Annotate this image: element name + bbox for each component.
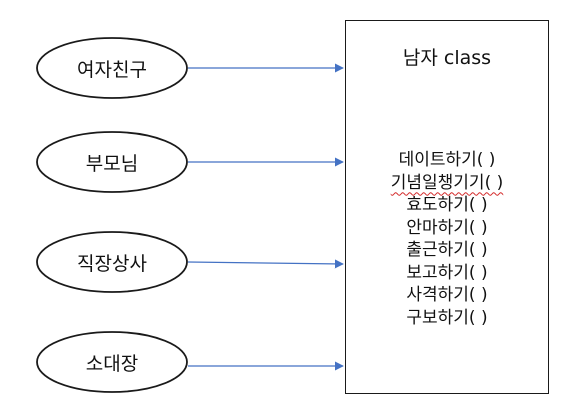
actor-label-girlfriend: 여자친구 [77, 58, 147, 81]
method-item: 구보하기( ) [406, 307, 488, 328]
class-box: 남자 class 데이트하기( ) 기념일챙기기( ) 효도하기( ) 안마하기… [345, 20, 549, 394]
method-item: 효도하기( ) [406, 195, 488, 215]
method-item: 데이트하기( ) [398, 150, 496, 170]
method-list: 데이트하기( ) 기념일챙기기( ) 효도하기( ) 안마하기( ) 출근하기(… [346, 149, 548, 329]
method-item: 안마하기( ) [406, 217, 488, 238]
actor-ellipse-platoon-leader [36, 331, 188, 393]
arrow-boss [187, 259, 344, 269]
actor-ellipse-boss [36, 231, 188, 293]
actor-label-boss: 직장상사 [77, 252, 147, 275]
actor-label-platoon-leader: 소대장 [85, 352, 139, 375]
method-item: 사격하기( ) [406, 285, 488, 305]
actor-ellipse-girlfriend [36, 37, 188, 99]
method-item: 기념일챙기기( ) [390, 172, 504, 193]
actor-ellipse-parents [36, 131, 188, 193]
method-item: 출근하기( ) [406, 240, 488, 260]
class-title: 남자 class [402, 47, 492, 69]
actor-label-parents: 부모님 [85, 152, 139, 175]
method-item: 보고하기( ) [406, 262, 488, 283]
